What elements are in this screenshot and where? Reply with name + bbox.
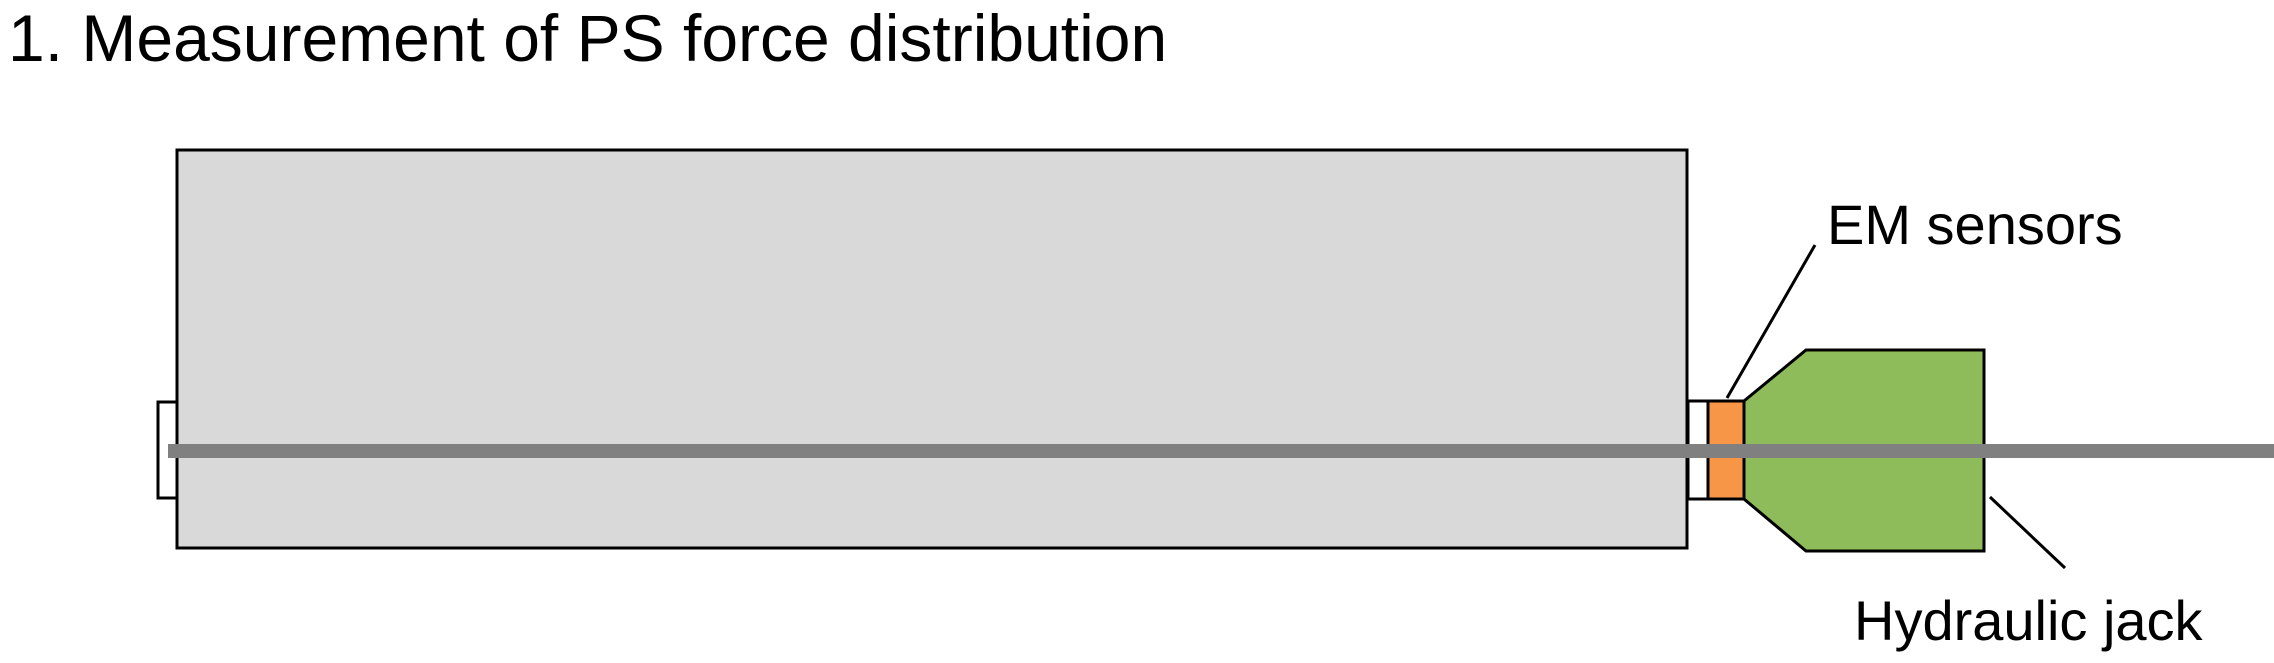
hydraulic-jack-leader-line [1988,495,2067,570]
em-sensors-label: EM sensors [1827,193,2123,256]
diagram-title: 1. Measurement of PS force distribution [8,1,1168,75]
em-sensor-leader-line [1725,244,1817,399]
concrete-beam [175,148,1689,550]
hydraulic-jack-label: Hydraulic jack [1854,589,2203,652]
ps-tendon [168,444,2274,458]
